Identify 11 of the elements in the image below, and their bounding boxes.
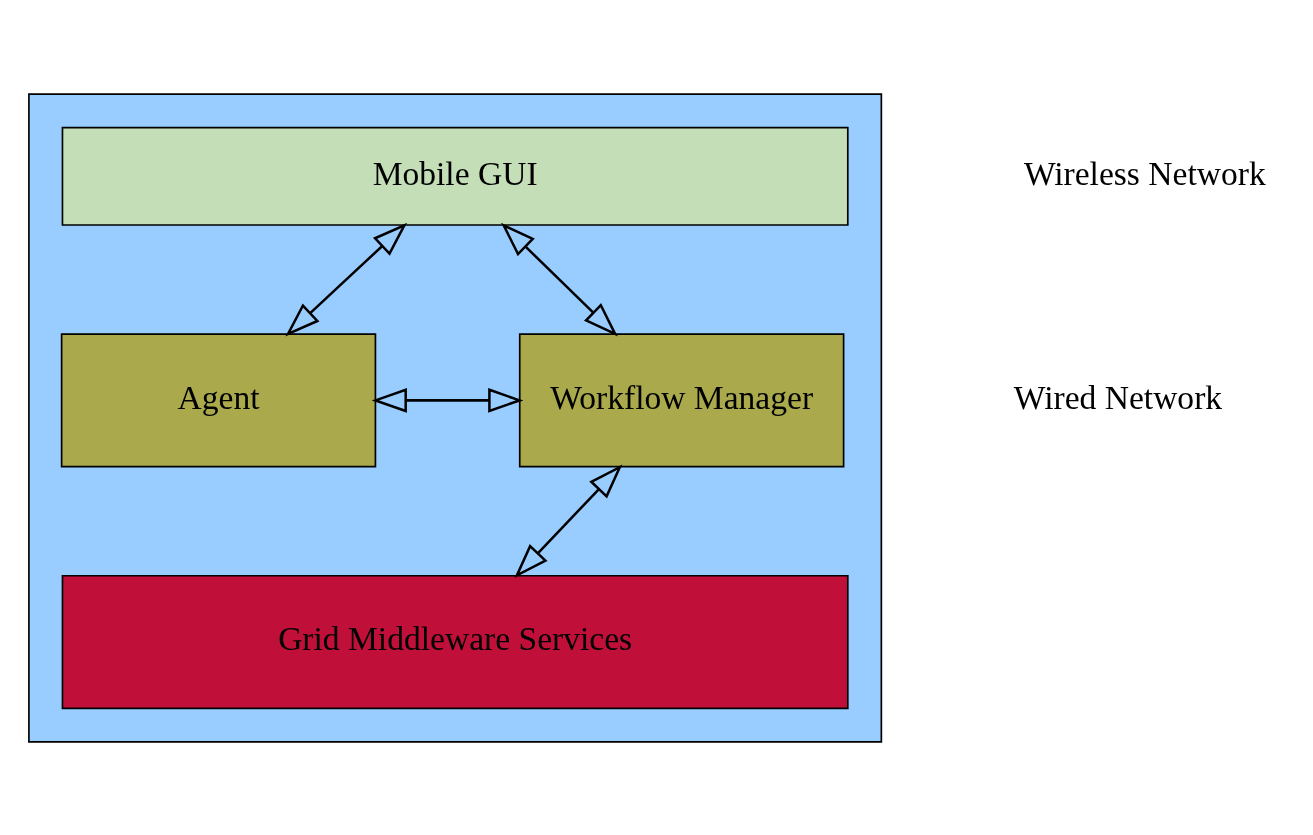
label: Wired Network (1013, 378, 1223, 416)
arrow (514, 463, 623, 578)
node-box: Agent (60, 332, 377, 467)
node-box: Grid Middleware Services (61, 574, 849, 709)
node-box: Mobile GUI (61, 126, 849, 226)
label: Wireless Network (1023, 154, 1266, 192)
arrow (501, 222, 618, 337)
cluster (28, 92, 883, 743)
node-box: Workflow Manager (518, 332, 845, 467)
arrow (371, 387, 524, 413)
arrow (285, 222, 408, 336)
